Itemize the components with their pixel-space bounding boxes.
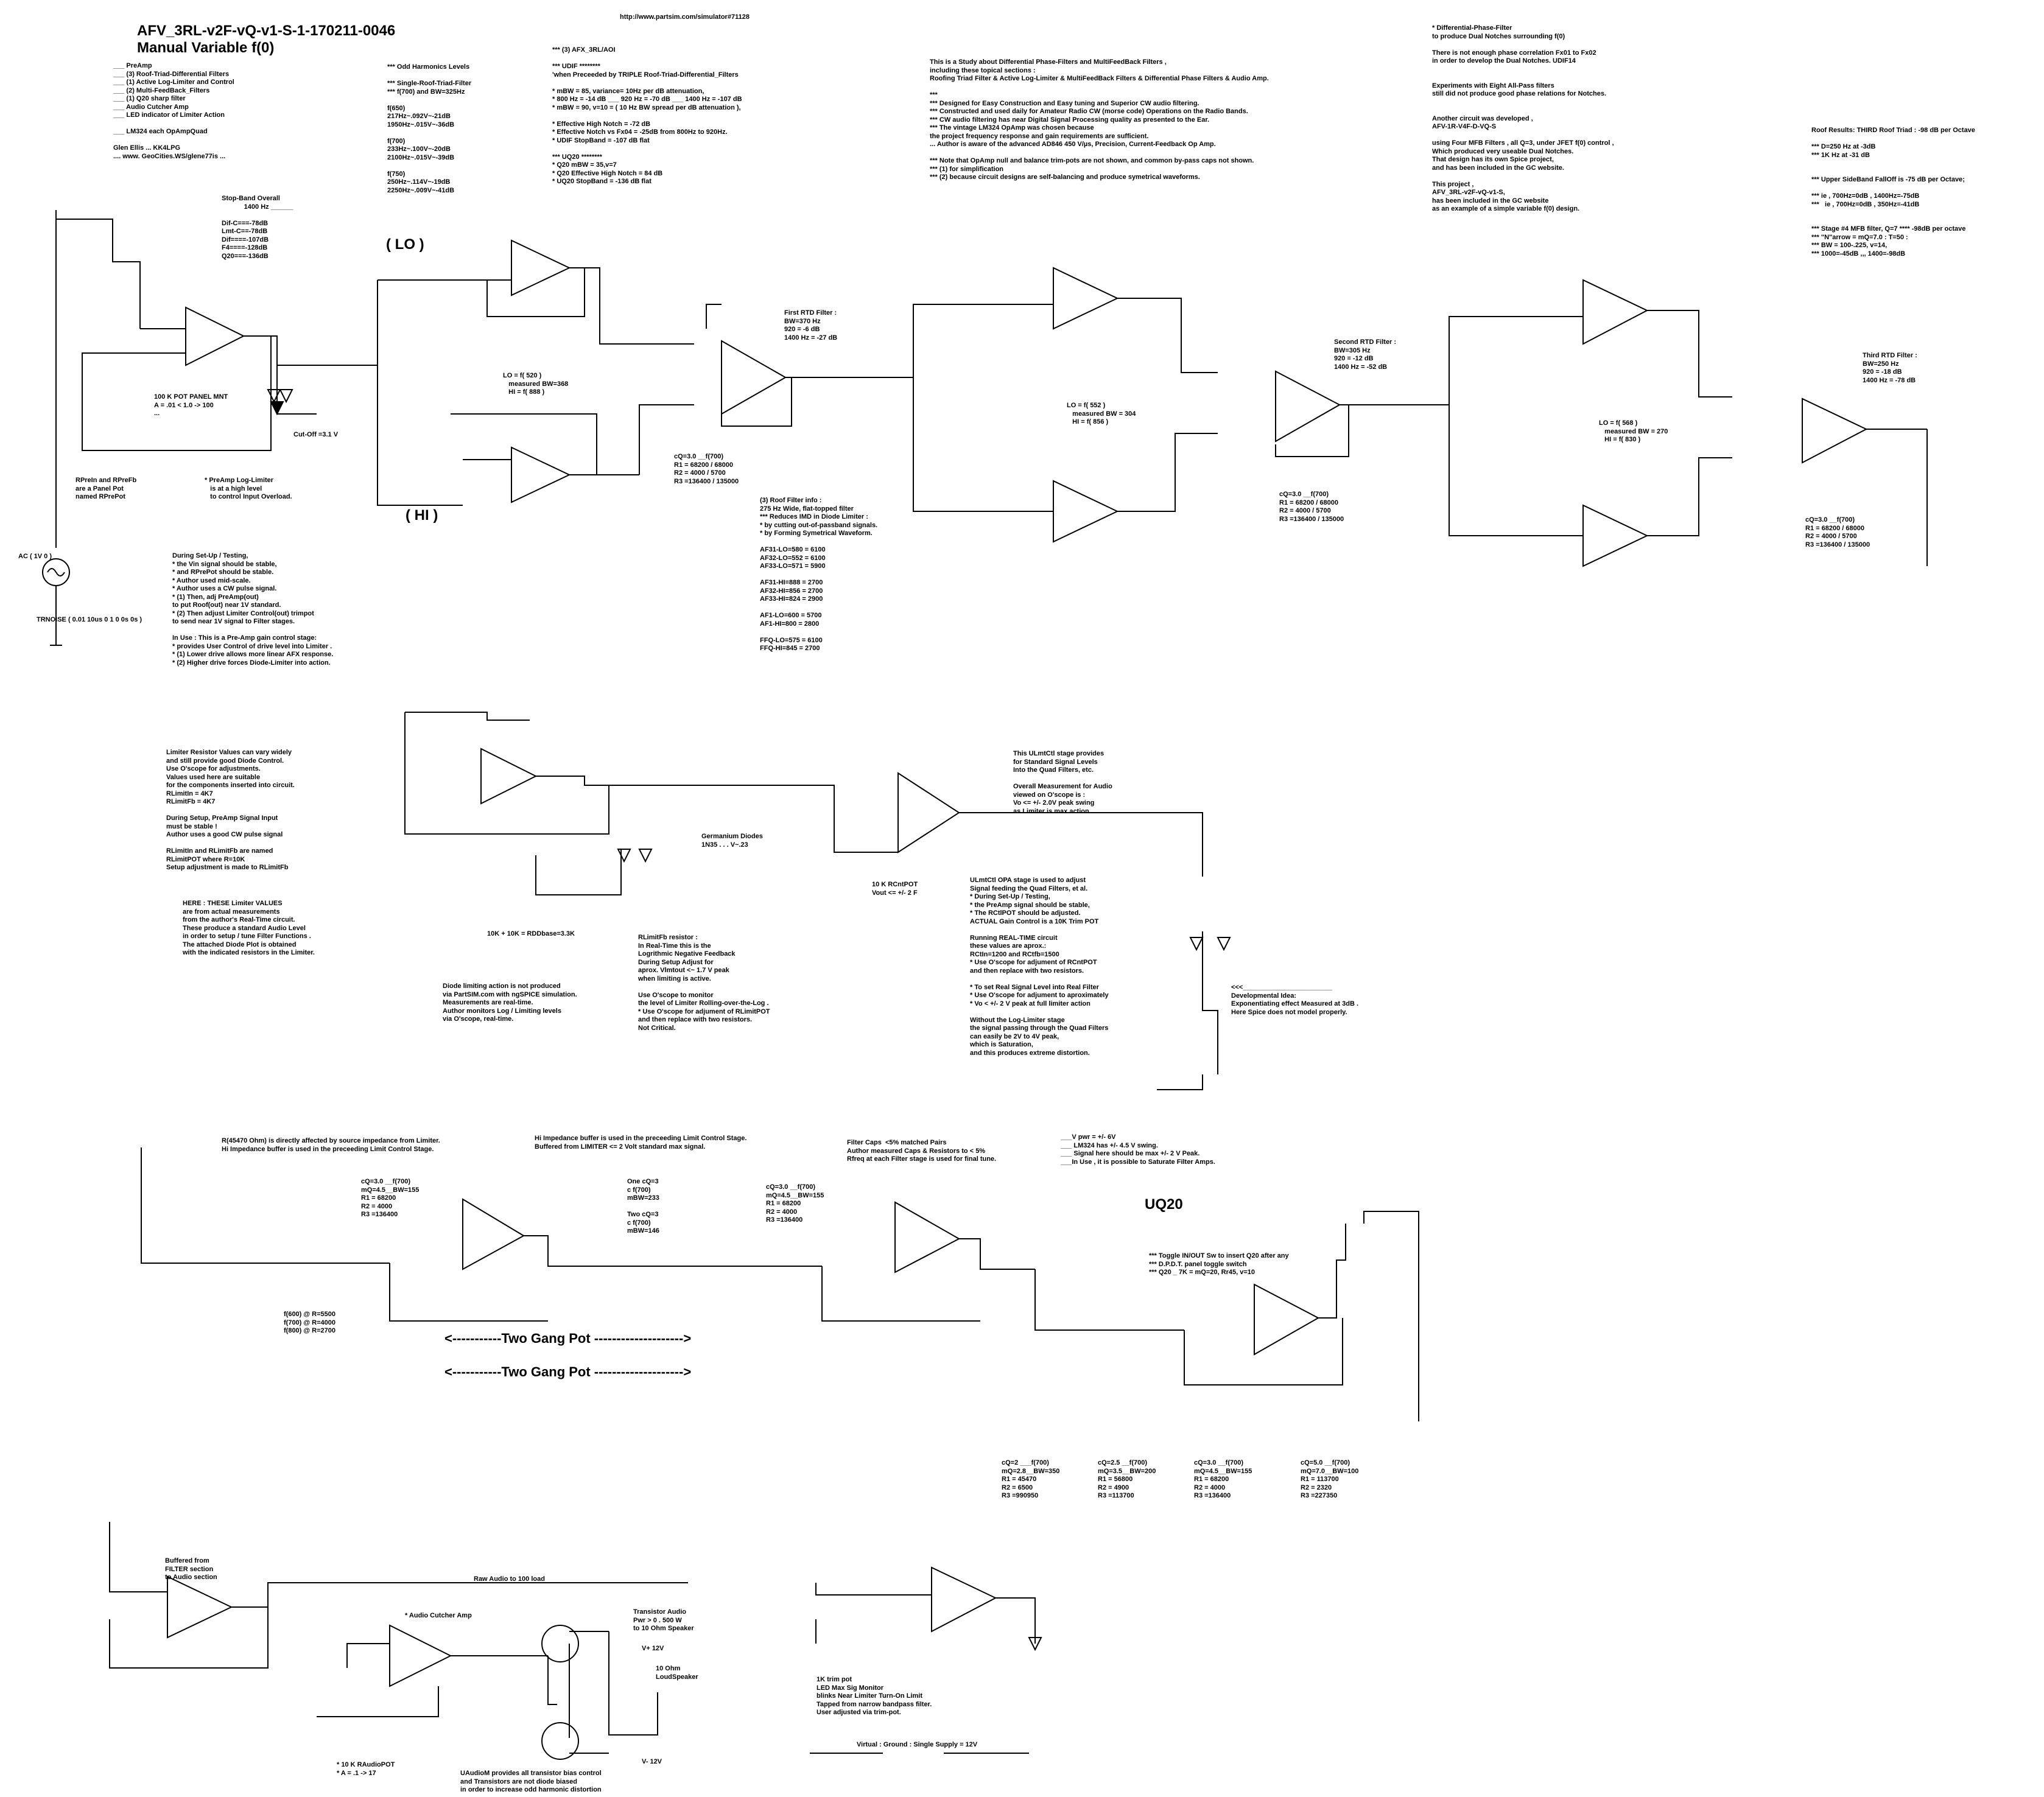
note-fsel: f(600) @ R=5500 f(700) @ R=4000 f(800) @… (284, 1311, 336, 1334)
mfb-filters (141, 1147, 1419, 1421)
label-vminus: V- 12V (642, 1758, 662, 1765)
roof-filter-1 (378, 239, 883, 503)
note-q-b: cQ=2.5 __f(700) mQ=3.5__BW=200 R1 = 5680… (1098, 1459, 1156, 1499)
roof-filter-2 (883, 267, 1449, 543)
note-ulmt-opa: ULmtCtl OPA stage is used to adjust Sign… (970, 877, 1109, 1057)
note-rpre: RPreIn and RPreFb are a Panel Pot named … (76, 477, 137, 500)
two-gang-pot-2: <-----------Two Gang Pot ---------------… (444, 1364, 692, 1379)
note-diode: Diode limiting action is not produced vi… (443, 983, 577, 1023)
note-ulmtctl: This ULmtCtl stage provides for Standard… (1013, 750, 1112, 815)
label-vplus: V+ 12V (642, 1645, 664, 1652)
note-buffered: Buffered from FILTER section to Audio se… (165, 1557, 217, 1581)
note-led: 1K trim pot LED Max Sig Monitor blinks N… (817, 1676, 932, 1716)
note-rtd2: Second RTD Filter : BW=305 Hz 920 = -12 … (1334, 338, 1397, 371)
note-raudpot: * 10 K RAudioPOT * A = .1 -> 17 (337, 1761, 395, 1777)
note-roof-results: Roof Results: THIRD Roof Triad : -98 dB … (1811, 127, 1975, 257)
note-lo1: LO = f( 520 ) measured BW=368 HI = f( 88… (503, 372, 569, 396)
source-url[interactable]: http://www.partsim.com/simulator#71128 (620, 13, 750, 21)
label-trnoise: TRNOISE ( 0.01 10us 0 1 0 0s 0s ) (37, 616, 142, 623)
note-cutoff: Cut-Off =3.1 V (293, 431, 339, 438)
note-lo3: LO = f( 568 ) measured BW = 270 HI = f( … (1599, 419, 1668, 443)
note-rddbase: 10K + 10K = RDDbase=3.3K (487, 930, 575, 937)
note-onecq: One cQ=3 c f(700) mBW=233 Two cQ=3 c f(7… (627, 1178, 659, 1235)
section-lo: ( LO ) (386, 236, 424, 253)
note-cq-b: cQ=3.0 __f(700) R1 = 68200 / 68000 R2 = … (1279, 491, 1344, 523)
note-rtd3: Third RTD Filter : BW=250 Hz 920 = -18 d… (1863, 352, 1917, 384)
note-study: This is a Study about Differential Phase… (930, 58, 1269, 181)
schematic-subtitle: Manual Variable f(0) (137, 40, 275, 56)
two-gang-pot-1: <-----------Two Gang Pot ---------------… (444, 1331, 692, 1346)
note-vpwr: ___V pwr = +/- 6V ___ LM324 has +/- 4.5 … (1061, 1133, 1215, 1166)
note-q-d: cQ=5.0 __f(700) mQ=7.0__BW=100 R1 = 1137… (1301, 1459, 1359, 1499)
led-monitor (810, 1566, 1042, 1754)
note-limiter-here: HERE : THESE Limiter VALUES are from act… (183, 900, 315, 956)
audio-section (109, 1522, 688, 1760)
note-transistor: Transistor Audio Pwr > 0 . 500 W to 10 O… (633, 1608, 694, 1632)
note-r45470: R(45470 Ohm) is directly affected by sou… (222, 1137, 440, 1153)
note-odd-harmonics: *** Odd Harmonics Levels *** Single-Roof… (387, 63, 472, 194)
note-cutcher: * Audio Cutcher Amp (405, 1612, 472, 1619)
note-cq-a: cQ=3.0 __f(700) R1 = 68200 / 68000 R2 = … (674, 453, 739, 485)
note-limiter-values: Limiter Resistor Values can vary widely … (166, 749, 295, 871)
note-prelog: * PreAmp Log-Limiter is at a high level … (205, 477, 292, 500)
note-cq-c: cQ=3.0 __f(700) R1 = 68200 / 68000 R2 = … (1805, 516, 1870, 548)
schematic-title: AFV_3RL-v2F-vQ-v1-S-1-170211-0046 (137, 23, 396, 39)
note-potmnt: 100 K POT PANEL MNT A = .01 < 1.0 -> 100… (154, 393, 228, 417)
note-differential-phase: * Differential-Phase-Filter to produce D… (1432, 24, 1614, 212)
note-stopband: Stop-Band Overall 1400 Hz ______ Dif-C==… (222, 195, 293, 260)
limiter-circuit (404, 712, 1231, 1090)
note-mfb2: cQ=3.0 __f(700) mQ=4.5__BW=155 R1 = 6820… (766, 1183, 824, 1224)
note-rtd1: First RTD Filter : BW=370 Hz 920 = -6 dB… (784, 309, 838, 342)
note-toggle: *** Toggle IN/OUT Sw to insert Q20 after… (1149, 1252, 1289, 1276)
note-contents: ___ PreAmp ___ (3) Roof-Triad-Differenti… (113, 62, 234, 160)
roof-filter-3 (1449, 279, 1928, 567)
note-developmental: <<<________________________ Developmenta… (1231, 984, 1359, 1016)
note-hibuffer: Hi Impedance buffer is used in the prece… (535, 1135, 747, 1151)
note-setup: During Set-Up / Testing, * the Vin signa… (172, 552, 334, 667)
note-udif: *** (3) AFX_3RL/AOI *** UDIF ******** 'w… (552, 46, 742, 185)
note-germanium: Germanium Diodes 1N35 . . . V~.23 (701, 833, 763, 849)
note-roof-info: (3) Roof Filter info : 275 Hz Wide, flat… (760, 497, 878, 652)
note-rlimitfb: RLimitFb resistor : In Real-Time this is… (638, 934, 770, 1032)
note-lo2: LO = f( 552 ) measured BW = 304 HI = f( … (1067, 402, 1136, 426)
section-uq20: UQ20 (1145, 1196, 1183, 1213)
note-rcntpot: 10 K RCntPOT Vout <= +/- 2 F (872, 881, 918, 897)
note-speaker: 10 Ohm LoudSpeaker (656, 1665, 698, 1681)
note-mfb1: cQ=3.0 __f(700) mQ=4.5__BW=155 R1 = 6820… (361, 1178, 420, 1218)
note-raw-audio: Raw Audio to 100 load (474, 1575, 545, 1583)
note-filter-caps: Filter Caps <5% matched Pairs Author mea… (847, 1139, 997, 1163)
note-q-a: cQ=2 ___f(700) mQ=2.8__BW=350 R1 = 45470… (1002, 1459, 1060, 1499)
note-q-c: cQ=3.0 __f(700) mQ=4.5__BW=155 R1 = 6820… (1194, 1459, 1252, 1499)
note-uaudiom: UAudioM provides all transistor bias con… (460, 1770, 602, 1793)
section-hi: ( HI ) (406, 507, 438, 524)
note-vground: Virtual : Ground : Single Supply = 12V (857, 1741, 978, 1748)
label-ac-source: AC ( 1V 0 ) (18, 553, 52, 560)
preamp-circuit (42, 210, 463, 646)
